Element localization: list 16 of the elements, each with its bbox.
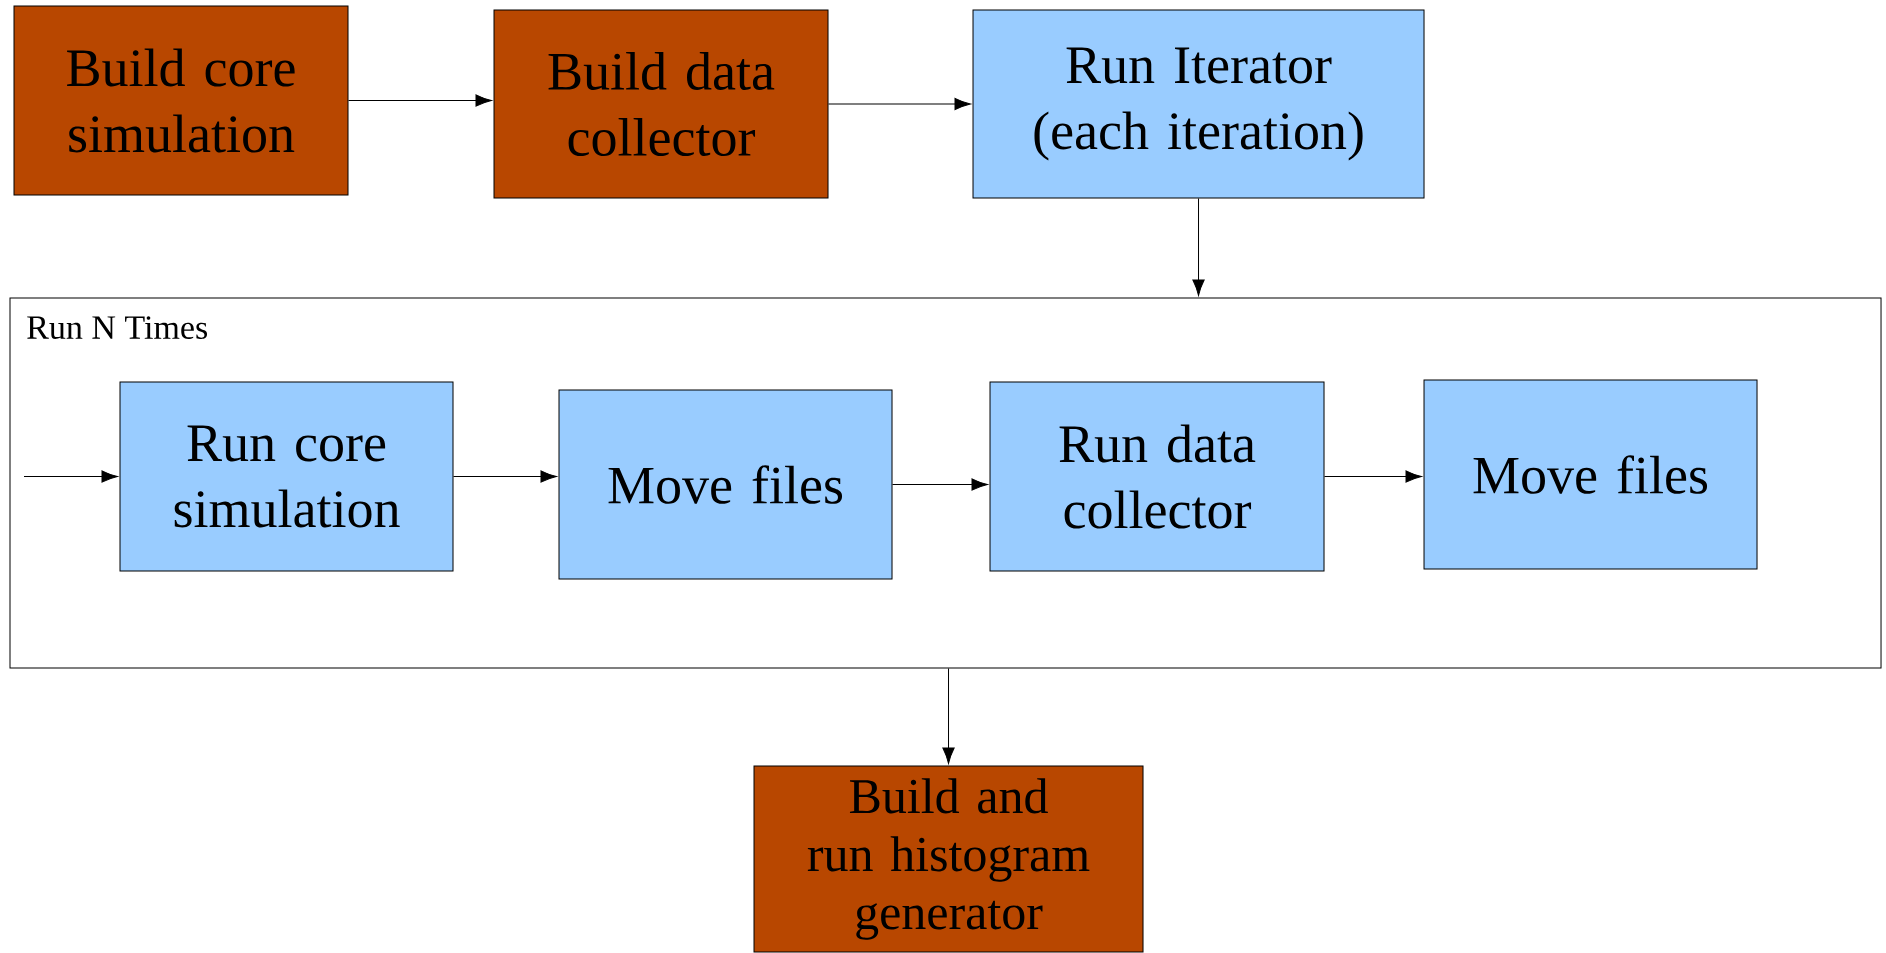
process-box: Build core simulation <box>13 5 349 196</box>
arrow <box>453 470 557 483</box>
arrow <box>892 478 988 491</box>
arrow <box>1324 470 1422 483</box>
process-box: Move files <box>558 389 893 580</box>
process-box: Run Iterator (each iteration) <box>972 9 1425 199</box>
arrow <box>23 470 118 483</box>
arrow <box>1192 198 1205 296</box>
arrow <box>942 668 955 764</box>
process-box: Run data collector <box>989 381 1325 572</box>
arrow <box>828 97 971 111</box>
process-box: Move files <box>1423 379 1758 570</box>
process-box: Run core simulation <box>119 381 454 572</box>
arrow <box>348 94 492 107</box>
process-box: Build data collector <box>493 9 829 199</box>
process-box: Build and run histogram generator <box>753 765 1144 953</box>
